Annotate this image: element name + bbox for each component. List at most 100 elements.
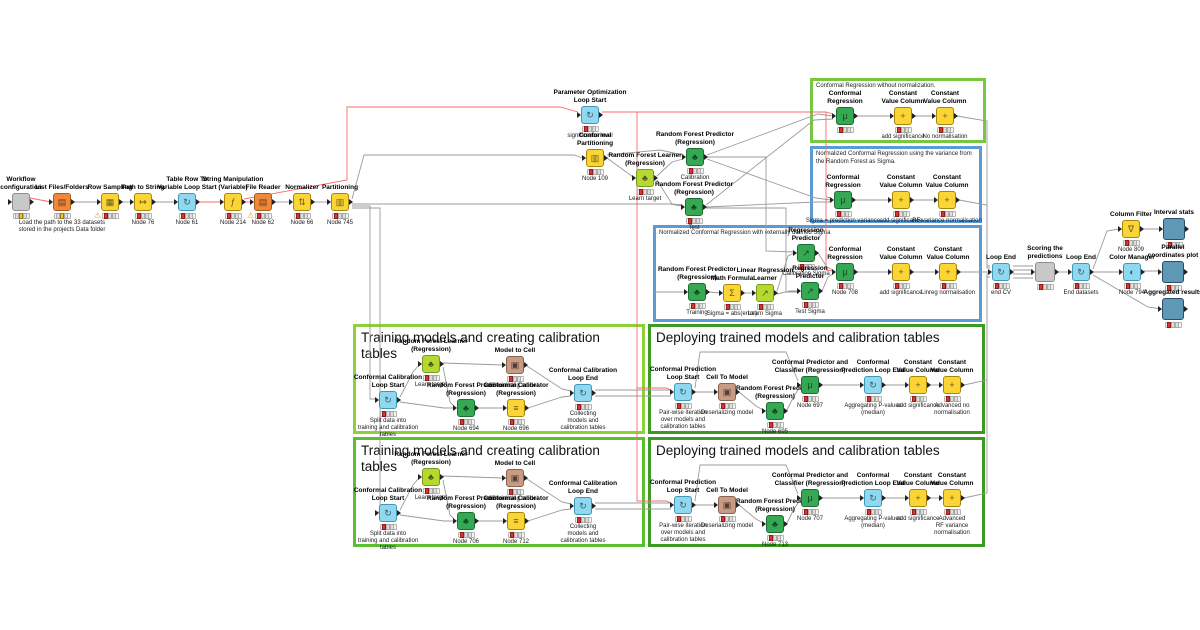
rf-predictor-test-icon: ♣ xyxy=(691,201,697,212)
model-to-cell-1-icon: ▣ xyxy=(510,359,520,370)
node-file-reader[interactable]: ▤ xyxy=(250,193,276,211)
node-conformal-calibrator-2[interactable]: ≡ xyxy=(503,512,529,530)
table-row-to-variable-loop-start-label: Node 61 xyxy=(175,220,199,226)
node-color-manager[interactable]: ◐ xyxy=(1119,263,1145,281)
data-connection xyxy=(708,291,721,294)
node-conformal-prediction-loop-end-1[interactable]: ↻ xyxy=(860,376,886,394)
node-conformal-regression-linreg[interactable]: μ xyxy=(832,263,858,281)
linear-regression-learner-label: Learn Sigma xyxy=(747,311,783,317)
file-reader-icon: ▤ xyxy=(258,196,268,207)
node-model-to-cell-2[interactable]: ▣ xyxy=(502,469,528,487)
node-string-manipulation-variable[interactable]: ƒ xyxy=(220,193,246,211)
node-linear-regression-learner[interactable]: ↗ xyxy=(752,284,778,302)
node-rf-predictor-deploy-1[interactable]: ♣ xyxy=(762,402,788,420)
annotation-training-models-2[interactable]: Training models and creating calibration… xyxy=(353,437,645,547)
node-cvc-rfvar-significance[interactable]: + xyxy=(888,191,914,209)
node-rf-predictor-calibration[interactable]: ♣ xyxy=(682,148,708,166)
list-files-folders-label: Load the path to the 33 datasets stored … xyxy=(18,220,106,234)
node-conformal-calibration-loop-start-2[interactable]: ↻ xyxy=(375,504,401,522)
node-cvc-deploy1-significance[interactable]: + xyxy=(905,376,931,394)
node-cell-to-model-2[interactable]: ▣ xyxy=(714,496,740,514)
node-conformal-prediction-loop-start-2[interactable]: ↻ xyxy=(670,496,696,514)
rf-predictor-deploy-1-status-light xyxy=(766,422,784,428)
node-row-sampling[interactable]: ▦ xyxy=(97,193,123,211)
flow-variable-connection xyxy=(825,112,832,199)
node-conformal-predictor-classifier-1[interactable]: μ xyxy=(797,376,823,394)
rf-learner-train-1-icon: ♣ xyxy=(428,358,434,369)
cell-to-model-1-status-light xyxy=(718,403,736,409)
node-partitioning[interactable]: ▥ xyxy=(327,193,353,211)
node-cvc-deploy1-normalisation[interactable]: + xyxy=(939,376,965,394)
data-connection xyxy=(442,479,455,520)
node-parallel-coordinates-plot[interactable] xyxy=(1158,261,1188,283)
node-workflow-configuration[interactable] xyxy=(8,193,34,211)
node-column-filter[interactable]: ∇ xyxy=(1118,220,1144,238)
data-connection xyxy=(817,252,834,271)
node-conformal-partitioning[interactable]: ▥ xyxy=(582,149,608,167)
node-list-files-folders[interactable]: ▤ xyxy=(49,193,75,211)
node-scoring-the-predictions[interactable] xyxy=(1031,262,1059,282)
node-cell-to-model-1[interactable]: ▣ xyxy=(714,383,740,401)
node-rf-learner-train-1[interactable]: ♣ xyxy=(418,355,444,373)
model-to-cell-2-icon: ▣ xyxy=(510,472,520,483)
node-cvc-deploy2-significance[interactable]: + xyxy=(905,489,931,507)
node-conformal-calibration-loop-end-2[interactable]: ↻ xyxy=(570,497,596,515)
node-conformal-regression-no-norm[interactable]: μ xyxy=(832,107,858,125)
interval-stats-status-light xyxy=(1165,242,1183,248)
node-cvc-deploy2-normalisation[interactable]: + xyxy=(939,489,965,507)
loop-end-cv-icon: ↻ xyxy=(997,266,1005,277)
node-conformal-prediction-loop-end-2[interactable]: ↻ xyxy=(860,489,886,507)
conformal-prediction-loop-start-1-label: Pair-wise iteration over models and cali… xyxy=(659,410,707,431)
node-interval-stats[interactable] xyxy=(1159,218,1189,240)
node-loop-end-cv[interactable]: ↻ xyxy=(988,263,1014,281)
node-table-row-to-variable-loop-start[interactable]: ↻ xyxy=(174,193,200,211)
rf-predictor-training-status-light xyxy=(688,303,706,309)
node-conformal-prediction-loop-start-1[interactable]: ↻ xyxy=(670,383,696,401)
node-conformal-calibration-loop-start-1[interactable]: ↻ xyxy=(375,391,401,409)
data-connection xyxy=(442,362,504,366)
cvc-deploy2-normalisation-status-light xyxy=(943,509,961,515)
node-aggregated-results[interactable] xyxy=(1158,298,1188,320)
flow-variable-connection xyxy=(825,198,834,272)
node-cvc-linreg-significance[interactable]: + xyxy=(888,263,914,281)
node-path-to-string[interactable]: ↦ xyxy=(130,193,156,211)
partitioning-label: Node 745 xyxy=(326,220,354,226)
conformal-prediction-loop-end-2-label: Aggregating P-values (median) xyxy=(844,516,902,530)
node-cvc-rfvar-normalisation[interactable]: + xyxy=(934,191,960,209)
annotation-training-models-1[interactable]: Training models and creating calibration… xyxy=(353,324,645,434)
rf-predictor-train-2-label: Node 706 xyxy=(452,539,480,545)
cvc-linreg-normalisation-icon: + xyxy=(945,266,951,277)
node-loop-end-datasets[interactable]: ↻ xyxy=(1068,263,1094,281)
annotation-normalized-cr-rf-variance[interactable]: Normalized Conformal Regression using th… xyxy=(810,146,982,223)
node-conformal-predictor-classifier-2[interactable]: μ xyxy=(797,489,823,507)
random-forest-learner-status-light xyxy=(636,189,654,195)
node-rf-predictor-deploy-2[interactable]: ♣ xyxy=(762,515,788,533)
loop-end-cv-label: end CV xyxy=(990,290,1011,296)
node-model-to-cell-1[interactable]: ▣ xyxy=(502,356,528,374)
node-rf-predictor-training[interactable]: ♣ xyxy=(684,283,710,301)
node-rf-learner-train-2[interactable]: ♣ xyxy=(418,468,444,486)
annotation-normalized-cr-external-sigma[interactable]: Normalized Conformal Regression with ext… xyxy=(653,225,982,322)
node-rf-predictor-test[interactable]: ♣ xyxy=(681,198,707,216)
node-regression-predictor-test-sigma[interactable]: ↗ xyxy=(797,282,823,300)
node-cvc-no-normalisation[interactable]: + xyxy=(932,107,958,125)
color-manager-label: Node 794 xyxy=(1118,290,1146,296)
cvc-no-normalisation-label: No normalisation xyxy=(922,134,968,140)
node-conformal-regression-rf-variance[interactable]: μ xyxy=(830,191,856,209)
node-conformal-calibration-loop-end-1[interactable]: ↻ xyxy=(570,384,596,402)
cvc-rfvar-significance-label: add significance xyxy=(879,218,923,224)
node-regression-predictor-calibration-sigma[interactable]: ↗ xyxy=(793,244,819,262)
cvc-deploy2-normalisation-icon: + xyxy=(949,492,955,503)
data-connection xyxy=(707,156,795,253)
conformal-calibration-loop-start-1-icon: ↻ xyxy=(384,394,392,405)
node-parameter-optimization-loop-start[interactable]: ↻ xyxy=(577,106,603,124)
node-conformal-calibrator-1[interactable]: ≡ xyxy=(503,399,529,417)
node-rf-predictor-train-2[interactable]: ♣ xyxy=(453,512,479,530)
node-normalizer[interactable]: ⇅ xyxy=(289,193,315,211)
node-random-forest-learner[interactable]: ♣ xyxy=(632,169,658,187)
node-rf-predictor-train-1[interactable]: ♣ xyxy=(453,399,479,417)
node-cvc-no-norm-significance[interactable]: + xyxy=(890,107,916,125)
node-math-formula[interactable]: Σ xyxy=(719,284,745,302)
node-cvc-linreg-normalisation[interactable]: + xyxy=(935,263,961,281)
